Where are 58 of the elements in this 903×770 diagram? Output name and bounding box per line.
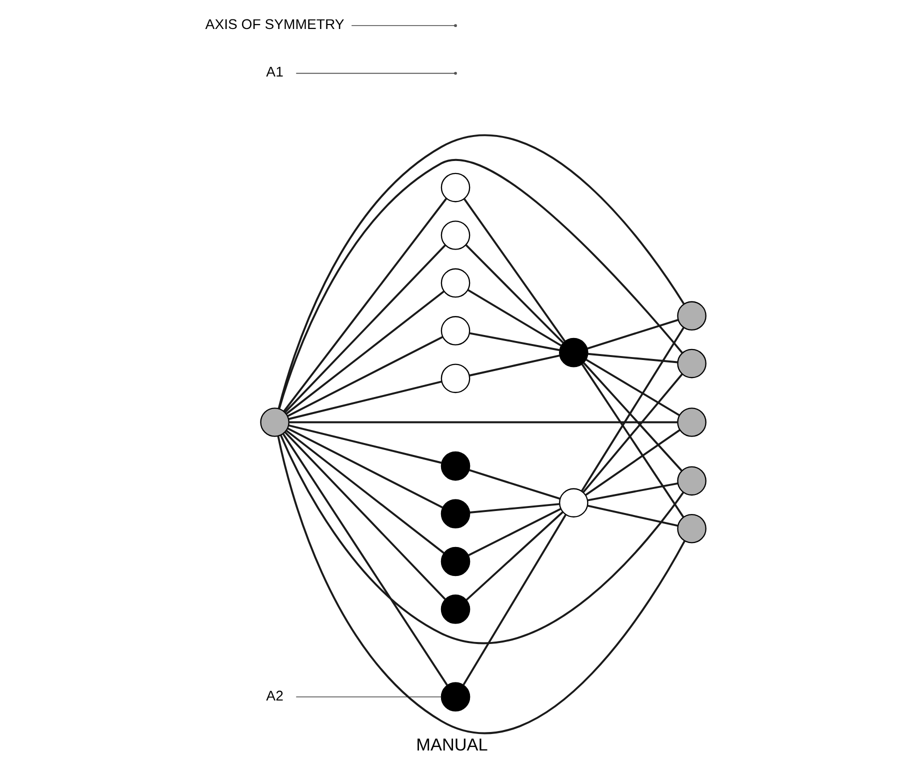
connector bbox=[466, 289, 562, 347]
connector bbox=[279, 434, 684, 644]
connector bbox=[464, 244, 564, 344]
connector bbox=[350, 25, 454, 26]
connector bbox=[285, 430, 444, 554]
node-circle bbox=[676, 514, 706, 544]
node-circle bbox=[440, 220, 470, 250]
node-text: A1 bbox=[266, 64, 283, 80]
node-circle bbox=[676, 348, 706, 378]
connector bbox=[276, 436, 686, 734]
node-circle bbox=[676, 301, 706, 330]
connector bbox=[282, 433, 448, 686]
connector bbox=[285, 290, 444, 415]
node-circle bbox=[558, 338, 588, 368]
connector bbox=[468, 469, 560, 500]
connector bbox=[288, 421, 678, 424]
connector bbox=[580, 364, 684, 518]
node-circle bbox=[676, 408, 706, 437]
connector bbox=[586, 504, 678, 527]
connector bbox=[282, 198, 447, 412]
connector bbox=[295, 696, 442, 698]
connector bbox=[584, 429, 680, 496]
connector bbox=[288, 380, 442, 420]
connector bbox=[286, 336, 443, 417]
node-circle bbox=[440, 316, 470, 346]
connector bbox=[284, 244, 446, 414]
node-circle bbox=[440, 364, 470, 394]
node-circle bbox=[676, 466, 706, 496]
node-circle bbox=[558, 488, 588, 518]
node-circle bbox=[440, 451, 470, 481]
node-circle bbox=[440, 546, 470, 576]
connector bbox=[582, 374, 682, 493]
connector bbox=[465, 511, 563, 601]
node-text: AXIS OF SYMMETRY bbox=[204, 16, 344, 32]
connector bbox=[585, 358, 680, 416]
connector bbox=[587, 352, 678, 364]
node-text: A2 bbox=[266, 687, 283, 704]
node-circle bbox=[440, 682, 470, 712]
connector bbox=[463, 198, 566, 342]
connector bbox=[468, 354, 560, 376]
node-circle bbox=[440, 268, 470, 298]
connector bbox=[586, 319, 678, 350]
connector bbox=[468, 332, 560, 352]
connector bbox=[284, 431, 446, 600]
node-circle bbox=[440, 172, 470, 202]
connector bbox=[467, 508, 561, 556]
connector bbox=[295, 72, 455, 74]
connector bbox=[286, 428, 443, 509]
connector bbox=[586, 482, 678, 502]
connector bbox=[580, 327, 684, 492]
caption: MANUAL bbox=[416, 734, 488, 754]
node-circle bbox=[260, 408, 289, 437]
connector bbox=[582, 362, 682, 472]
connector bbox=[469, 503, 559, 514]
node-circle bbox=[440, 594, 470, 624]
node-circle bbox=[440, 499, 470, 528]
connector bbox=[462, 514, 566, 686]
connector bbox=[288, 424, 442, 464]
